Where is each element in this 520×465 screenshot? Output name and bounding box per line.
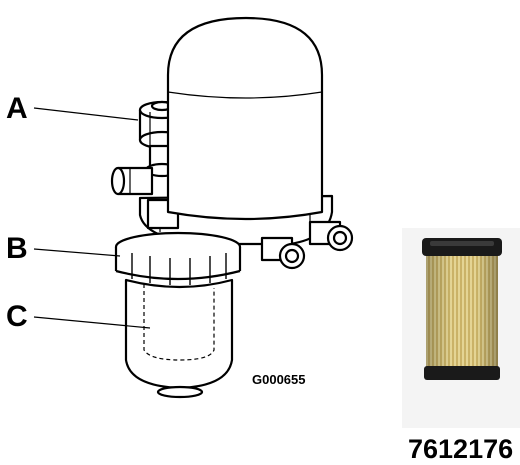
dome-cover [166, 16, 324, 221]
filter-element-bottom-cap [424, 366, 500, 380]
outlet-fitting-1 [260, 236, 306, 270]
outlet-fitting-2 [308, 220, 354, 252]
left-fitting [110, 166, 154, 196]
filter-element [402, 228, 520, 428]
callout-a: A [6, 92, 28, 125]
callout-c: C [6, 300, 28, 333]
bowl-collar [114, 231, 242, 285]
fuel-filter-assembly [110, 16, 354, 399]
figure-code: G000655 [252, 372, 306, 387]
part-number: 7612176 [408, 434, 513, 464]
filter-bowl [124, 278, 234, 399]
leader-line-a [33, 107, 139, 121]
callout-b: B [6, 232, 28, 265]
leader-line-c [33, 316, 151, 329]
leader-line-b [33, 248, 121, 257]
filter-element-top-cap [422, 238, 502, 256]
